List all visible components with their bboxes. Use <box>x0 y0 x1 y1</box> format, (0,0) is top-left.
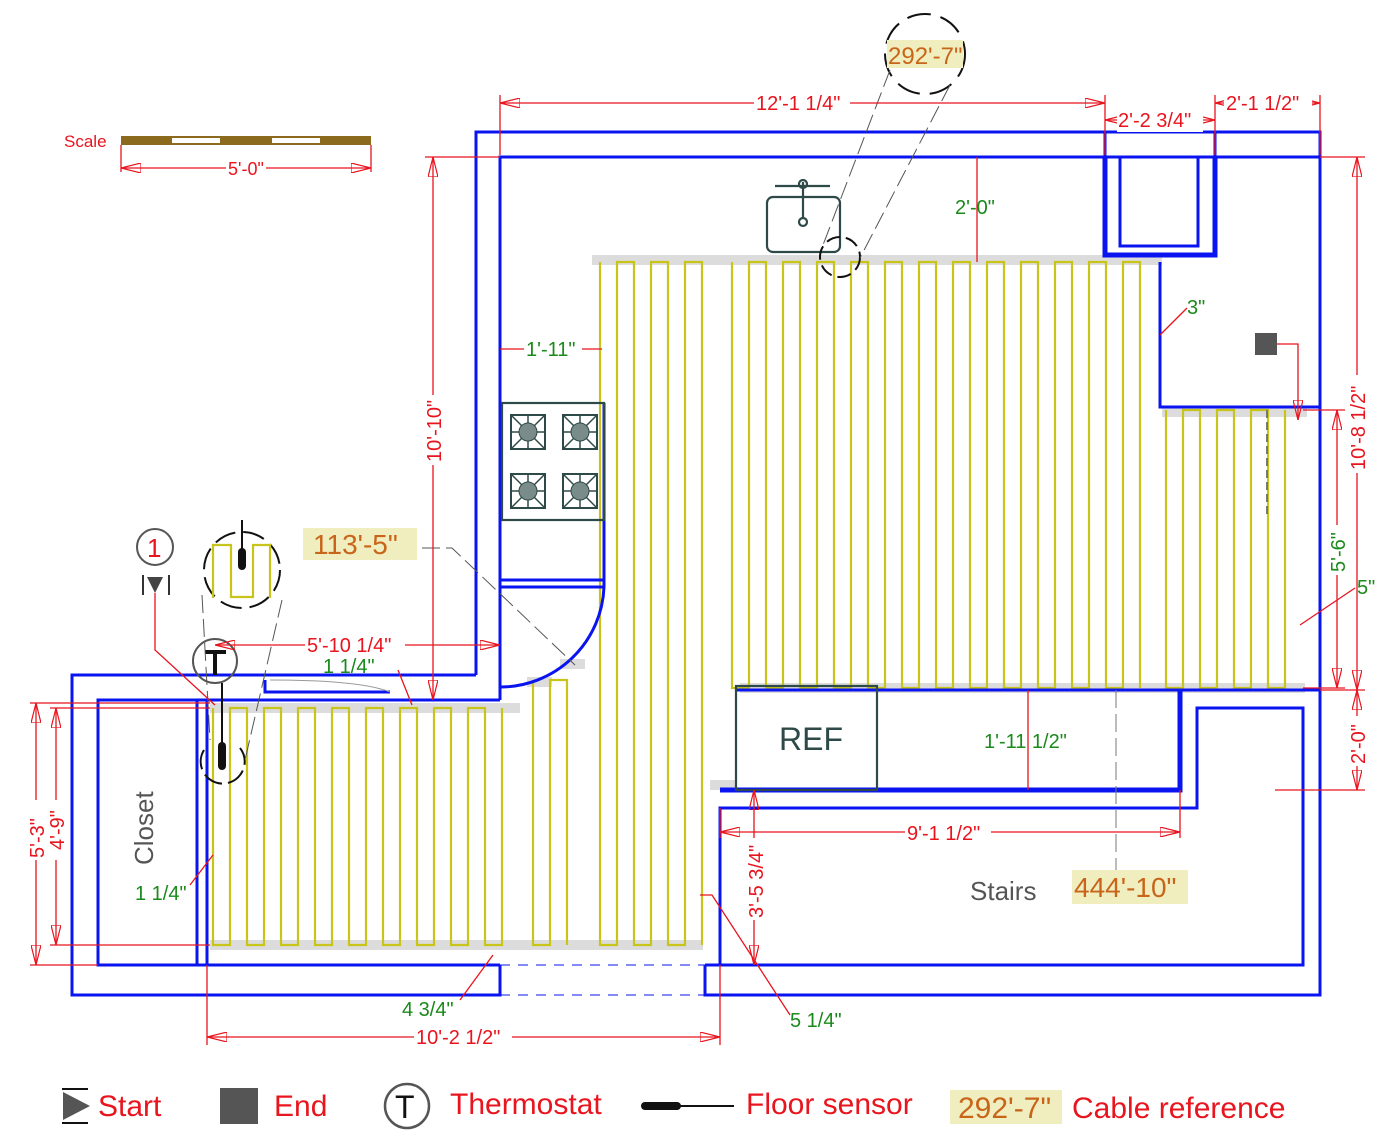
legend-cable-sample: 292'-7" <box>958 1092 1051 1125</box>
burner-icon <box>562 414 598 450</box>
end-marker <box>1255 333 1277 355</box>
burner-icon <box>562 473 598 509</box>
dim-closet-outer: 5'-3" <box>27 818 49 858</box>
note-bottom-5-1-4: 5 1/4" <box>790 1010 842 1032</box>
legend-cable-reference: Cable reference <box>1072 1092 1285 1125</box>
cable-detail-top: 292'-7" <box>819 13 966 278</box>
dim-right-offset: 2'-1 1/2" <box>1226 93 1299 115</box>
cable-run <box>531 678 569 947</box>
burner-icon <box>510 473 546 509</box>
thermostat-legend-icon: T <box>383 1082 431 1130</box>
closet-label: Closet <box>129 791 159 865</box>
start-marker-number: 1 <box>147 533 161 563</box>
stairs-label: Stairs <box>970 876 1036 906</box>
dim-stairs-height: 3'-5 3/4" <box>746 845 768 918</box>
dim-right-height: 10'-8 1/2" <box>1348 386 1370 470</box>
refrigerator: REF <box>734 684 879 792</box>
end-icon <box>220 1088 258 1124</box>
note-right-5: 5" <box>1357 577 1375 599</box>
scale-label: Scale <box>64 132 107 151</box>
legend: Start End T Thermostat Floor sensor 292'… <box>62 1082 1285 1130</box>
legend-start: Start <box>98 1090 162 1123</box>
clearance-notes: 2'-0" 1'-11" 3" 5'-6" 5" 1 1/4" 1 1/4" 1… <box>135 157 1375 1032</box>
thermostat-icon <box>192 638 246 785</box>
legend-thermostat: Thermostat <box>450 1088 602 1121</box>
cable-run <box>211 706 504 947</box>
dim-bottom-width: 10'-2 1/2" <box>416 1027 500 1049</box>
note-right-3: 3" <box>1187 297 1205 319</box>
dim-left-height: 10'-10" <box>424 400 446 462</box>
legend-floor-sensor: Floor sensor <box>746 1088 913 1121</box>
scale-bar: Scale 5'-0" <box>64 132 372 179</box>
cable-run <box>598 260 704 947</box>
cable-ref-left-group: 113'-5" <box>303 528 576 666</box>
dim-upper-span: 5'-10 1/4" <box>307 635 391 657</box>
cable-ref-stairs: 444'-10" <box>1074 872 1176 903</box>
cable-ref-top: 292'-7" <box>888 43 962 70</box>
heating-cable <box>210 255 1307 950</box>
cable-run <box>1164 408 1287 690</box>
note-right-5-6: 5'-6" <box>1328 532 1350 572</box>
start-marker: 1 <box>136 528 216 706</box>
sink-icon <box>765 178 842 254</box>
dim-closet-inner: 4'-9" <box>47 810 69 850</box>
stove <box>500 401 606 522</box>
note-ref-gap: 1'-11 1/2" <box>984 731 1067 753</box>
floor-sensor-icon <box>641 1102 734 1110</box>
ref-label: REF <box>779 721 843 757</box>
note-sink-gap: 2'-0" <box>955 197 995 219</box>
scale-length: 5'-0" <box>228 159 264 179</box>
cable-run <box>730 260 1142 690</box>
thermostat-symbol: T <box>395 1089 415 1125</box>
dim-right-lower: 2'-0" <box>1348 724 1370 764</box>
dim-stairs-width: 9'-1 1/2" <box>907 823 980 845</box>
note-upper-1-1-4: 1 1/4" <box>323 656 375 678</box>
start-icon <box>63 1092 90 1120</box>
dim-cabinet-width: 2'-2 3/4" <box>1118 110 1191 132</box>
note-closet-1-1-4: 1 1/4" <box>135 883 187 905</box>
note-bottom-4-3-4: 4 3/4" <box>402 999 454 1021</box>
note-stove-gap: 1'-11" <box>526 339 575 361</box>
floor-sensor-detail <box>201 520 283 761</box>
burner-icon <box>510 414 546 450</box>
legend-end: End <box>274 1090 327 1123</box>
dimensions: 12'-1 1/4" 2'-2 3/4" 2'-1 1/2" 10'-10" 1… <box>25 92 1370 1049</box>
dim-top-width: 12'-1 1/4" <box>756 93 840 115</box>
cable-ref-left: 113'-5" <box>313 529 398 560</box>
